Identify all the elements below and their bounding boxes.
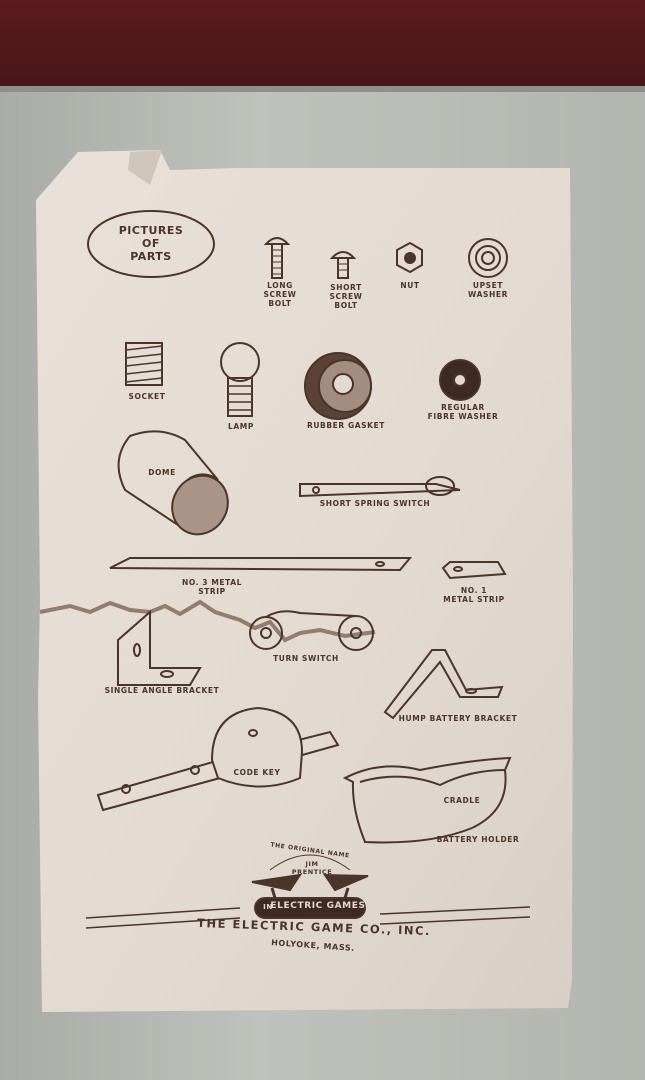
socket-icon — [125, 342, 163, 386]
label-dome: DOME — [148, 468, 176, 477]
label-hump-battery-bracket: HUMP BATTERY BRACKET — [398, 714, 518, 723]
label-socket: SOCKET — [128, 392, 166, 401]
label-code-key: CODE KEY — [233, 768, 281, 777]
turn-switch-icon — [249, 610, 374, 651]
no1-metal-strip-icon — [441, 561, 507, 580]
paper-tear — [39, 599, 376, 643]
footer-rule-left — [85, 907, 241, 929]
nut-icon — [396, 241, 423, 274]
paper-sheet — [36, 150, 573, 1012]
long-screw-bolt-icon — [263, 237, 291, 279]
label-lamp: LAMP — [228, 422, 254, 431]
short-spring-switch-icon — [299, 476, 461, 498]
dome-icon — [117, 430, 229, 536]
label-nut: NUT — [400, 281, 420, 290]
torn-corner — [128, 150, 162, 185]
regular-fibre-washer-icon — [439, 359, 481, 401]
label-short-spring-switch: SHORT SPRING SWITCH — [319, 499, 431, 508]
logo-banner: ELECTRIC GAMES — [270, 901, 366, 911]
hump-battery-bracket-icon — [383, 649, 504, 720]
lamp-icon — [220, 342, 260, 417]
cradle-icon — [342, 756, 512, 844]
title-oval — [87, 210, 215, 278]
wall-edge — [0, 86, 645, 94]
label-rubber-gasket: RUBBER GASKET — [306, 421, 386, 430]
label-battery-holder: BATTERY HOLDER — [436, 835, 520, 844]
title-line: PICTURES — [118, 224, 184, 237]
logo-banner-prefix: IN — [263, 903, 273, 911]
title-line: PARTS — [130, 250, 172, 263]
label-cradle: CRADLE — [443, 796, 481, 805]
short-screw-bolt-icon — [329, 251, 357, 279]
label-turn-switch: TURN SWITCH — [273, 654, 339, 663]
upset-washer-icon — [468, 238, 508, 278]
code-key-icon — [96, 706, 340, 812]
electric-games-logo-icon — [251, 854, 369, 919]
rubber-gasket-icon — [304, 352, 372, 420]
label-single-angle-bracket: SINGLE ANGLE BRACKET — [104, 686, 220, 695]
single-angle-bracket-icon — [117, 609, 202, 686]
title-line: OF — [142, 237, 160, 250]
no3-metal-strip-icon — [109, 557, 413, 572]
page-title: PICTURES OF PARTS — [119, 224, 184, 263]
red-backdrop — [0, 0, 645, 90]
footer-rule-right — [379, 906, 531, 925]
